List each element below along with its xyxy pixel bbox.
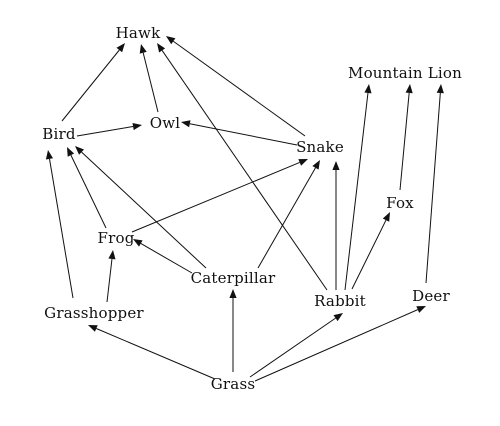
node-grasshopper: Grasshopper <box>44 304 144 322</box>
edge-line <box>81 151 207 269</box>
edge-line <box>254 309 418 382</box>
node-snake: Snake <box>296 138 344 156</box>
edge-line <box>142 52 159 113</box>
node-frog: Frog <box>97 229 134 247</box>
arrowhead-icon <box>108 250 116 260</box>
edge-line <box>399 92 410 191</box>
edge-line <box>189 123 298 146</box>
edge-rabbit-to-hawk <box>157 43 328 291</box>
edge-grass-to-rabbit <box>249 313 343 378</box>
edge-snake-to-hawk <box>166 36 306 137</box>
arrowhead-icon <box>436 84 444 94</box>
node-deer: Deer <box>412 287 450 305</box>
edge-line <box>131 161 300 233</box>
edge-frog-to-snake <box>131 159 308 233</box>
edge-owl-to-hawk <box>139 44 159 113</box>
arrowhead-icon <box>116 43 125 53</box>
arrowhead-icon <box>132 123 142 131</box>
edge-line <box>249 317 336 378</box>
edge-caterpillar-to-snake <box>257 160 320 269</box>
edge-line <box>49 158 74 299</box>
arrowhead-icon <box>75 146 84 155</box>
edge-grass-to-deer <box>254 306 426 382</box>
arrowhead-icon <box>364 84 372 94</box>
edge-caterpillar-to-frog <box>133 239 193 274</box>
arrowhead-icon <box>229 289 237 298</box>
edge-line <box>161 50 328 291</box>
edge-line <box>106 258 113 303</box>
arrowhead-icon <box>298 159 308 166</box>
edge-snake-to-owl <box>181 120 298 146</box>
edge-deer-to-mountain-lion <box>425 84 444 284</box>
edge-grasshopper-to-bird <box>45 150 74 299</box>
arrowhead-icon <box>332 161 340 170</box>
node-mountain-lion: Mountain Lion <box>348 64 462 82</box>
edge-line <box>425 92 441 284</box>
edge-line <box>140 243 193 274</box>
edge-bird-to-hawk <box>61 43 125 122</box>
node-caterpillar: Caterpillar <box>191 269 276 287</box>
arrowhead-icon <box>88 325 98 332</box>
edge-line <box>173 40 306 137</box>
arrowhead-icon <box>405 84 413 94</box>
edge-grass-to-caterpillar <box>229 289 237 372</box>
edge-line <box>351 219 387 290</box>
edge-line <box>257 167 316 269</box>
arrowhead-icon <box>181 120 191 128</box>
node-fox: Fox <box>386 194 414 212</box>
edge-bird-to-owl <box>76 123 142 137</box>
arrowhead-icon <box>382 212 390 222</box>
edge-rabbit-to-fox <box>351 212 390 290</box>
nodes-layer: Hawk Mountain Lion Bird Owl Snake Fox Fr… <box>42 24 462 393</box>
edge-line <box>96 328 216 380</box>
edge-line <box>76 126 134 137</box>
edge-rabbit-to-snake <box>332 161 340 290</box>
arrowhead-icon <box>333 313 343 322</box>
arrowhead-icon <box>157 43 166 53</box>
node-grass: Grass <box>211 375 256 393</box>
arrowhead-icon <box>166 36 176 45</box>
arrowhead-icon <box>45 150 53 160</box>
node-owl: Owl <box>150 114 181 132</box>
node-hawk: Hawk <box>116 24 161 42</box>
arrowhead-icon <box>133 239 143 247</box>
edge-fox-to-mountain-lion <box>399 84 413 191</box>
arrowhead-icon <box>139 44 147 54</box>
edge-grasshopper-to-frog <box>106 250 116 303</box>
edge-line <box>344 92 369 291</box>
edge-frog-to-bird <box>67 147 107 229</box>
node-rabbit: Rabbit <box>314 292 366 310</box>
arrowhead-icon <box>67 147 75 157</box>
edge-grass-to-grasshopper <box>88 325 216 380</box>
node-bird: Bird <box>42 125 76 143</box>
arrowhead-icon <box>312 160 320 170</box>
edges-layer <box>45 36 444 382</box>
edge-line <box>61 49 120 122</box>
edge-caterpillar-to-bird <box>75 146 207 269</box>
edge-rabbit-to-mountain-lion <box>344 84 372 291</box>
edge-line <box>70 154 107 229</box>
arrowhead-icon <box>416 306 426 313</box>
